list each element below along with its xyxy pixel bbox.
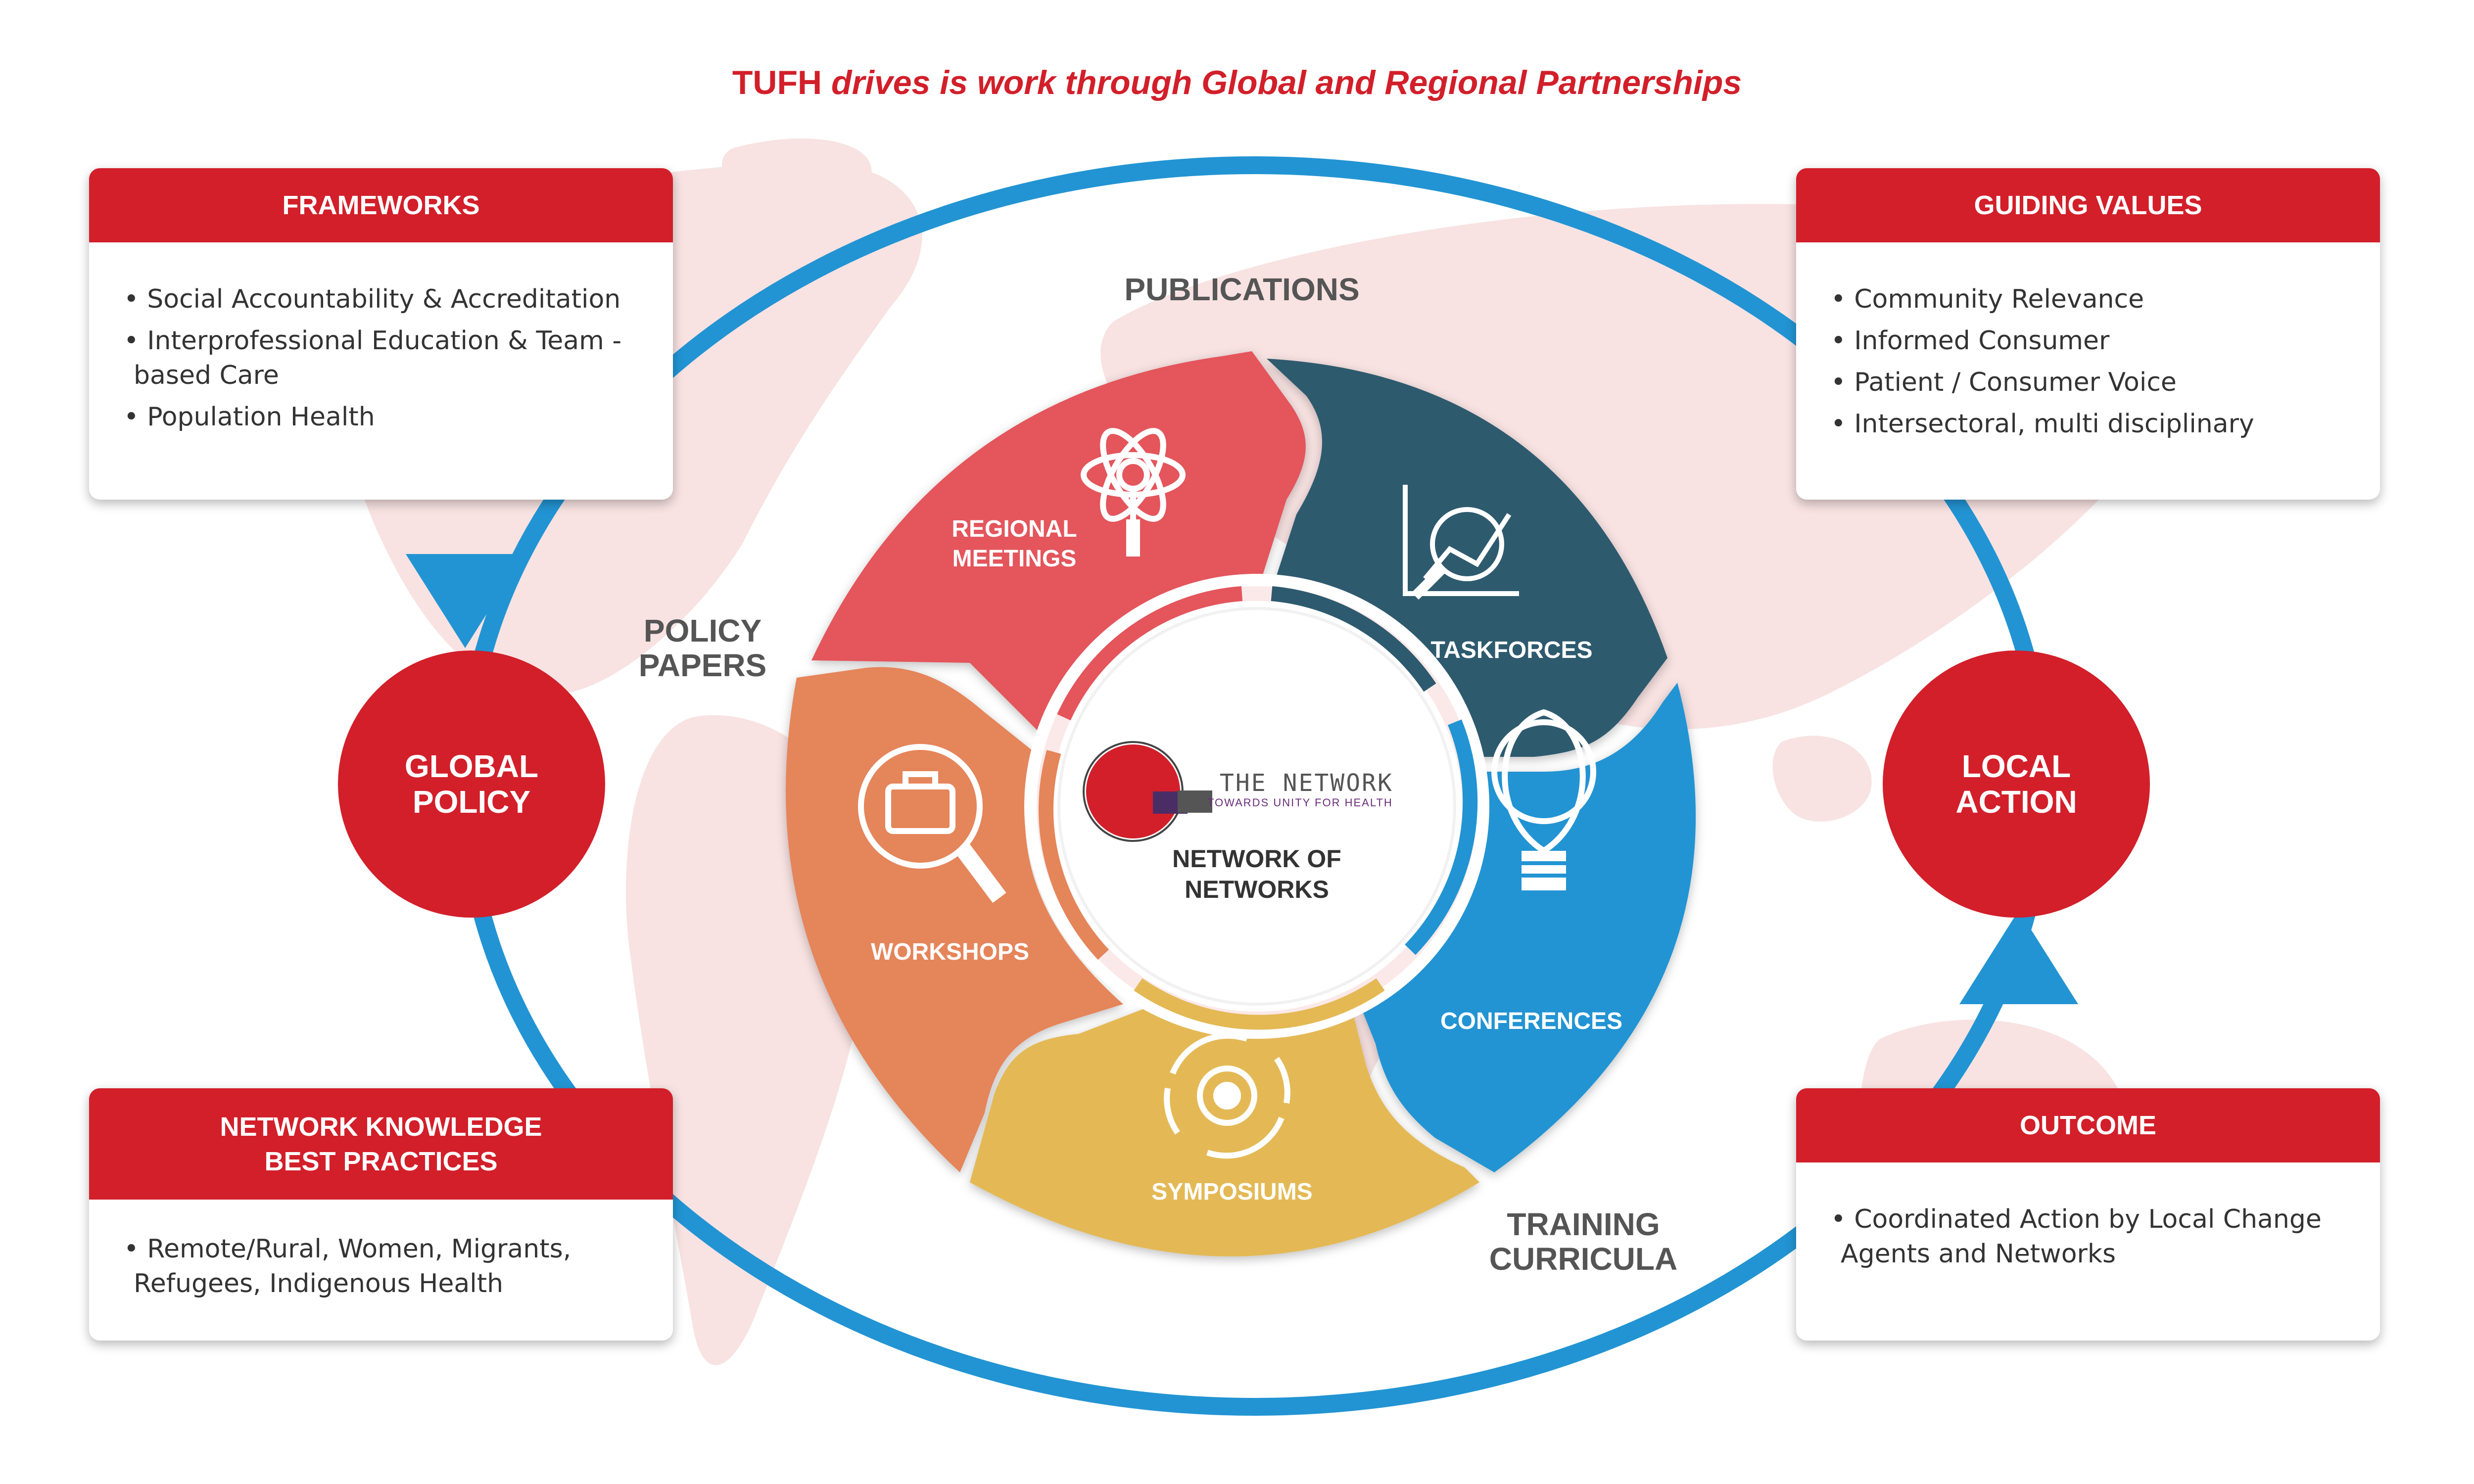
frameworks-card-title: FRAMEWORKS [89,168,673,242]
the-network-logo [1083,741,1212,842]
outcome-card: OUTCOME Coordinated Action by Local Chan… [1796,1088,2380,1341]
regional-meetings-line1: REGIONAL [952,516,1077,542]
knowledge-title-line1: NETWORK KNOWLEDGE [220,1112,542,1142]
policy-papers-line2: PAPERS [638,648,767,683]
segment-conferences [1346,683,1696,1172]
atom-magnifier-icon [1081,428,1186,556]
outcome-list: Coordinated Action by Local Change Agent… [1796,1162,2380,1271]
frameworks-item: Population Health [124,400,648,434]
regional-meetings-label: REGIONAL MEETINGS [952,514,1077,574]
local-action-line1: LOCAL [1961,748,2071,784]
lightbulb-icon [1491,709,1596,890]
global-policy-line2: POLICY [412,784,531,820]
guiding-values-card: GUIDING VALUES Community Relevance Infor… [1796,168,2380,500]
symposiums-label: SYMPOSIUMS [1151,1179,1313,1205]
page-title: TUFH drives is work through Global and R… [0,63,2474,102]
policy-papers-line1: POLICY [643,613,762,649]
global-policy-line1: GLOBAL [404,748,539,784]
guiding-values-item: Informed Consumer [1831,324,2355,358]
workshops-label: WORKSHOPS [870,939,1030,965]
global-policy-circle: GLOBAL POLICY [338,650,605,918]
training-curricula-line2: CURRICULA [1489,1241,1678,1277]
frameworks-list: Social Accountability & Accreditation In… [89,242,673,434]
taskforces-label: TASKFORCES [1430,637,1593,663]
outcome-title-text: OUTCOME [2020,1111,2156,1140]
segment-symposiums [970,1004,1479,1256]
title-prefix: TUFH [732,64,822,101]
down-arrow-icon [406,554,524,648]
segment-regional-meetings [811,351,1306,732]
inner-ring-arc-blue [1405,719,1478,955]
chart-magnifier-icon [1403,485,1519,600]
up-arrow-icon [1959,910,2078,1004]
guiding-values-item: Intersectoral, multi disciplinary [1831,407,2355,441]
inner-ring-arc-red [1057,586,1243,721]
guiding-values-list: Community Relevance Informed Consumer Pa… [1796,242,2380,441]
segment-workshops [786,667,1123,1172]
guiding-values-title-text: GUIDING VALUES [1974,190,2202,220]
network-knowledge-item: Remote/Rural, Women, Migrants, Refugees,… [124,1232,648,1301]
outcome-card-title: OUTCOME [1796,1088,2380,1162]
logo-tagline: TOWARDS UNITY FOR HEALTH [1207,796,1393,809]
inner-ring-arc-orange [1038,749,1109,960]
inner-ring-arc-teal [1271,586,1436,692]
frameworks-item: Social Accountability & Accreditation [124,282,648,317]
local-action-circle: LOCAL ACTION [1883,650,2150,918]
title-rest: drives is work through Global and Region… [831,64,1742,101]
network-knowledge-card: NETWORK KNOWLEDGE BEST PRACTICES Remote/… [89,1088,673,1341]
activity-wheel [786,351,1696,1256]
conferences-label: CONFERENCES [1440,1008,1623,1034]
knowledge-title-line2: BEST PRACTICES [264,1146,498,1176]
center-disc [1057,607,1456,1006]
guiding-values-card-title: GUIDING VALUES [1796,168,2380,242]
outcome-item: Coordinated Action by Local Change Agent… [1831,1202,2355,1271]
network-knowledge-list: Remote/Rural, Women, Migrants, Refugees,… [89,1200,673,1301]
guiding-values-item: Patient / Consumer Voice [1831,365,2355,400]
regional-meetings-line2: MEETINGS [952,546,1077,572]
center-line1: NETWORK OF [1172,845,1341,873]
local-action-line2: ACTION [1955,784,2077,820]
briefcase-search-icon [858,744,1006,903]
logo-name: THE NETWORK [1220,769,1393,797]
publications-label: PUBLICATIONS [1124,272,1360,307]
frameworks-card: FRAMEWORKS Social Accountability & Accre… [89,168,673,500]
training-curricula-line1: TRAINING [1507,1206,1660,1242]
inner-ring-arc-yellow [1134,978,1385,1030]
policy-papers-label: POLICY PAPERS [609,613,797,683]
guiding-values-item: Community Relevance [1831,282,2355,317]
center-line2: NETWORKS [1185,876,1329,903]
network-of-networks-label: NETWORK OF NETWORKS [1172,843,1341,905]
frameworks-title-text: FRAMEWORKS [282,190,480,220]
training-curricula-label: TRAINING CURRICULA [1455,1207,1712,1276]
frameworks-item: Interprofessional Education & Team - bas… [124,324,648,393]
gear-cycle-icon [1164,1032,1290,1159]
network-knowledge-card-title: NETWORK KNOWLEDGE BEST PRACTICES [89,1088,673,1200]
